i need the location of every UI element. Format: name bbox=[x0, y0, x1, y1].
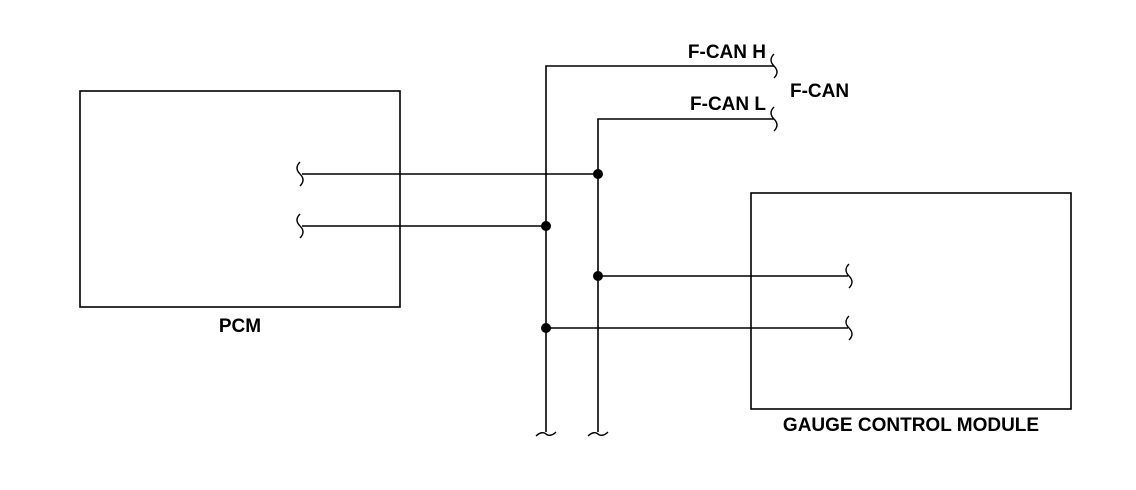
splice-point-fcan-l-gcm bbox=[593, 271, 603, 281]
fcan-l-bus bbox=[587, 106, 778, 437]
pcm-terminal-2-break-icon bbox=[296, 213, 304, 239]
pcm-box bbox=[79, 90, 401, 308]
gcm-terminal-2-break-icon bbox=[845, 315, 853, 341]
fcan-h-top-break-icon bbox=[770, 53, 778, 79]
gauge-control-module-label: GAUGE CONTROL MODULE bbox=[783, 415, 1039, 436]
fcan-l-label: F-CAN L bbox=[690, 94, 766, 115]
fcan-h-wire bbox=[545, 65, 774, 432]
gauge-control-module: GAUGE CONTROL MODULE bbox=[750, 192, 1072, 436]
fcan-l-bottom-break-icon bbox=[587, 431, 609, 437]
gcm-terminal-1-break-icon bbox=[845, 263, 853, 289]
pcm-module: PCM bbox=[79, 90, 401, 337]
gauge-control-module-box bbox=[750, 192, 1072, 410]
splice-point-fcan-h-gcm bbox=[541, 323, 551, 333]
fcan-h-label: F-CAN H bbox=[688, 42, 766, 63]
fcan-label: F-CAN bbox=[790, 81, 849, 102]
splice-point-fcan-h-pcm bbox=[541, 221, 551, 231]
fcan-h-bus bbox=[535, 53, 778, 437]
pcm-terminal-1-break-icon bbox=[296, 161, 304, 187]
fcan-l-top-break-icon bbox=[770, 106, 778, 132]
pcm-label: PCM bbox=[219, 316, 261, 337]
fcan-h-bottom-break-icon bbox=[535, 431, 557, 437]
splice-point-fcan-l-pcm bbox=[593, 169, 603, 179]
